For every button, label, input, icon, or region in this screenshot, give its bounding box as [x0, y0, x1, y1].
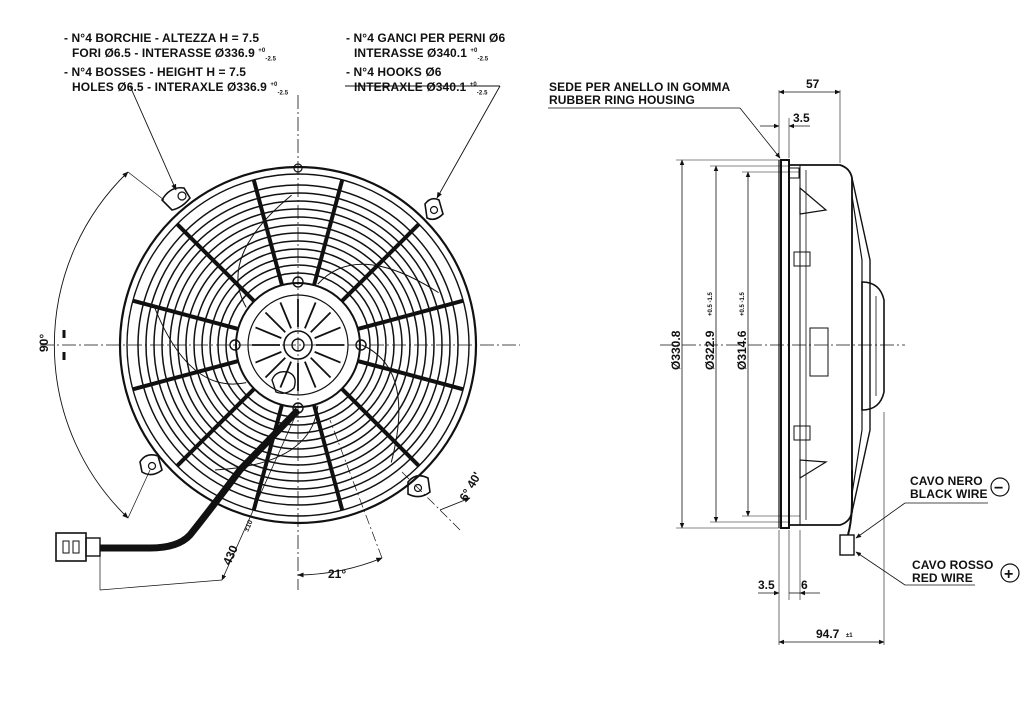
positive-terminal-icon: [1000, 563, 1020, 583]
side-connector: [839, 534, 855, 556]
dim-inner-tol: +0.5 -1.5: [740, 291, 746, 316]
side-motor: [861, 281, 885, 411]
dim-inner-diameter: Ø314.6: [735, 330, 749, 370]
dim-outer-diameter: Ø330.8: [669, 330, 683, 370]
dim-angle-blades: 21°: [328, 567, 346, 581]
guard-spoke: [313, 179, 344, 286]
hub-fin: [279, 361, 292, 388]
note-red-wire-it: CAVO ROSSO: [912, 558, 994, 572]
guard-spoke: [132, 299, 239, 330]
note-red-wire-en: RED WIRE: [912, 571, 973, 585]
guard-spoke: [341, 388, 420, 467]
note-hooks-en-line1: - N°4 HOOKS Ø6: [346, 65, 442, 80]
dim-depth-overall-tol: ±1: [846, 633, 853, 639]
note-bosses-it-line1: - N°4 BORCHIE - ALTEZZA H = 7.5: [64, 31, 260, 45]
note-hooks-it-line2: INTERASSE Ø340.1 +0-2.5: [354, 46, 489, 63]
mounting-hook-top-right: [424, 197, 444, 221]
blade-outline: [237, 194, 292, 308]
dim-depth-overall: 94.7: [816, 627, 840, 641]
side-flange: [780, 159, 790, 529]
note-hooks: - N°4 GANCI PER PERNI Ø6 INTERASSE Ø340.…: [346, 32, 505, 101]
hub-fin: [255, 351, 282, 364]
guard-spoke: [357, 360, 464, 391]
dim-angle-hooks: 90°: [37, 334, 51, 352]
hub-fin: [310, 357, 332, 379]
dim-bottom-b: 6: [801, 578, 808, 592]
blade-outline: [317, 263, 439, 294]
guard-spoke: [341, 223, 420, 302]
dim-mid-tol: +0.5 -1.5: [708, 291, 714, 316]
mounting-boss-bottom-left: [139, 454, 163, 476]
plus-symbol: +: [1004, 566, 1013, 583]
hub-fin: [310, 311, 332, 333]
guard-spoke: [176, 388, 255, 467]
note-black-wire: CAVO NERO BLACK WIRE: [910, 475, 988, 501]
mounting-boss-top-left: [161, 186, 191, 211]
blade-outline: [153, 304, 247, 385]
mounting-boss-top: [293, 163, 303, 173]
hub-fin: [314, 351, 341, 364]
side-view: Ø330.8 Ø322.9 +0.5 -1.5 Ø314.6 +0.5 -1.5…: [548, 77, 1020, 645]
note-bosses-it-line2: FORI Ø6.5 - INTERASSE Ø336.9 +0-2.5: [72, 46, 277, 63]
note-rubber-ring-it: SEDE PER ANELLO IN GOMMA: [549, 80, 731, 94]
hub-fin: [264, 311, 286, 333]
hub-fin: [304, 302, 317, 329]
dim-bottom-a: 3.5: [758, 578, 775, 592]
mounting-hook-bottom-right: [407, 474, 431, 498]
minus-symbol: −: [994, 480, 1003, 497]
dim-depth-ring: 3.5: [793, 111, 810, 125]
dim-angle-offset: 6° 40': [456, 470, 484, 504]
note-red-wire: CAVO ROSSO RED WIRE: [912, 559, 993, 585]
guard-spoke: [357, 299, 464, 330]
dim-cable-length: 430: [220, 543, 241, 567]
note-rubber-ring-en: RUBBER RING HOUSING: [549, 93, 695, 107]
note-bosses: - N°4 BORCHIE - ALTEZZA H = 7.5 FORI Ø6.…: [64, 32, 288, 101]
note-black-wire-en: BLACK WIRE: [910, 487, 988, 501]
note-bosses-en-line1: - N°4 BOSSES - HEIGHT H = 7.5: [64, 65, 247, 80]
cable-connector: [55, 532, 101, 562]
hub-fin: [314, 326, 341, 339]
guard-spoke: [313, 404, 344, 511]
negative-terminal-icon: [990, 477, 1010, 497]
blade-outline: [361, 344, 400, 463]
note-hooks-it-line1: - N°4 GANCI PER PERNI Ø6: [346, 31, 506, 45]
dim-mid-diameter: Ø322.9: [703, 330, 717, 370]
hub-fin: [264, 357, 286, 379]
note-black-wire-it: CAVO NERO: [910, 474, 983, 488]
dim-depth-total: 57: [806, 77, 820, 91]
note-bosses-en-line2: HOLES Ø6.5 - INTERAXLE Ø336.9 +0-2.5: [72, 80, 289, 97]
note-hooks-en-line2: INTERAXLE Ø340.1 +0-2.5: [354, 80, 488, 97]
guard-spoke: [252, 179, 283, 286]
hub-fin: [304, 361, 317, 388]
guard-spoke: [132, 360, 239, 391]
dim-cable-tol: ±10: [243, 519, 254, 533]
power-cable: [100, 407, 301, 552]
guard-spoke: [176, 223, 255, 302]
hub-fin: [279, 302, 292, 329]
motor-hub: [229, 276, 367, 414]
front-view: 90° 21° 6° 40' 430 ±10: [37, 85, 520, 591]
hub-fin: [255, 326, 282, 339]
note-rubber-ring: SEDE PER ANELLO IN GOMMA RUBBER RING HOU…: [549, 81, 730, 107]
